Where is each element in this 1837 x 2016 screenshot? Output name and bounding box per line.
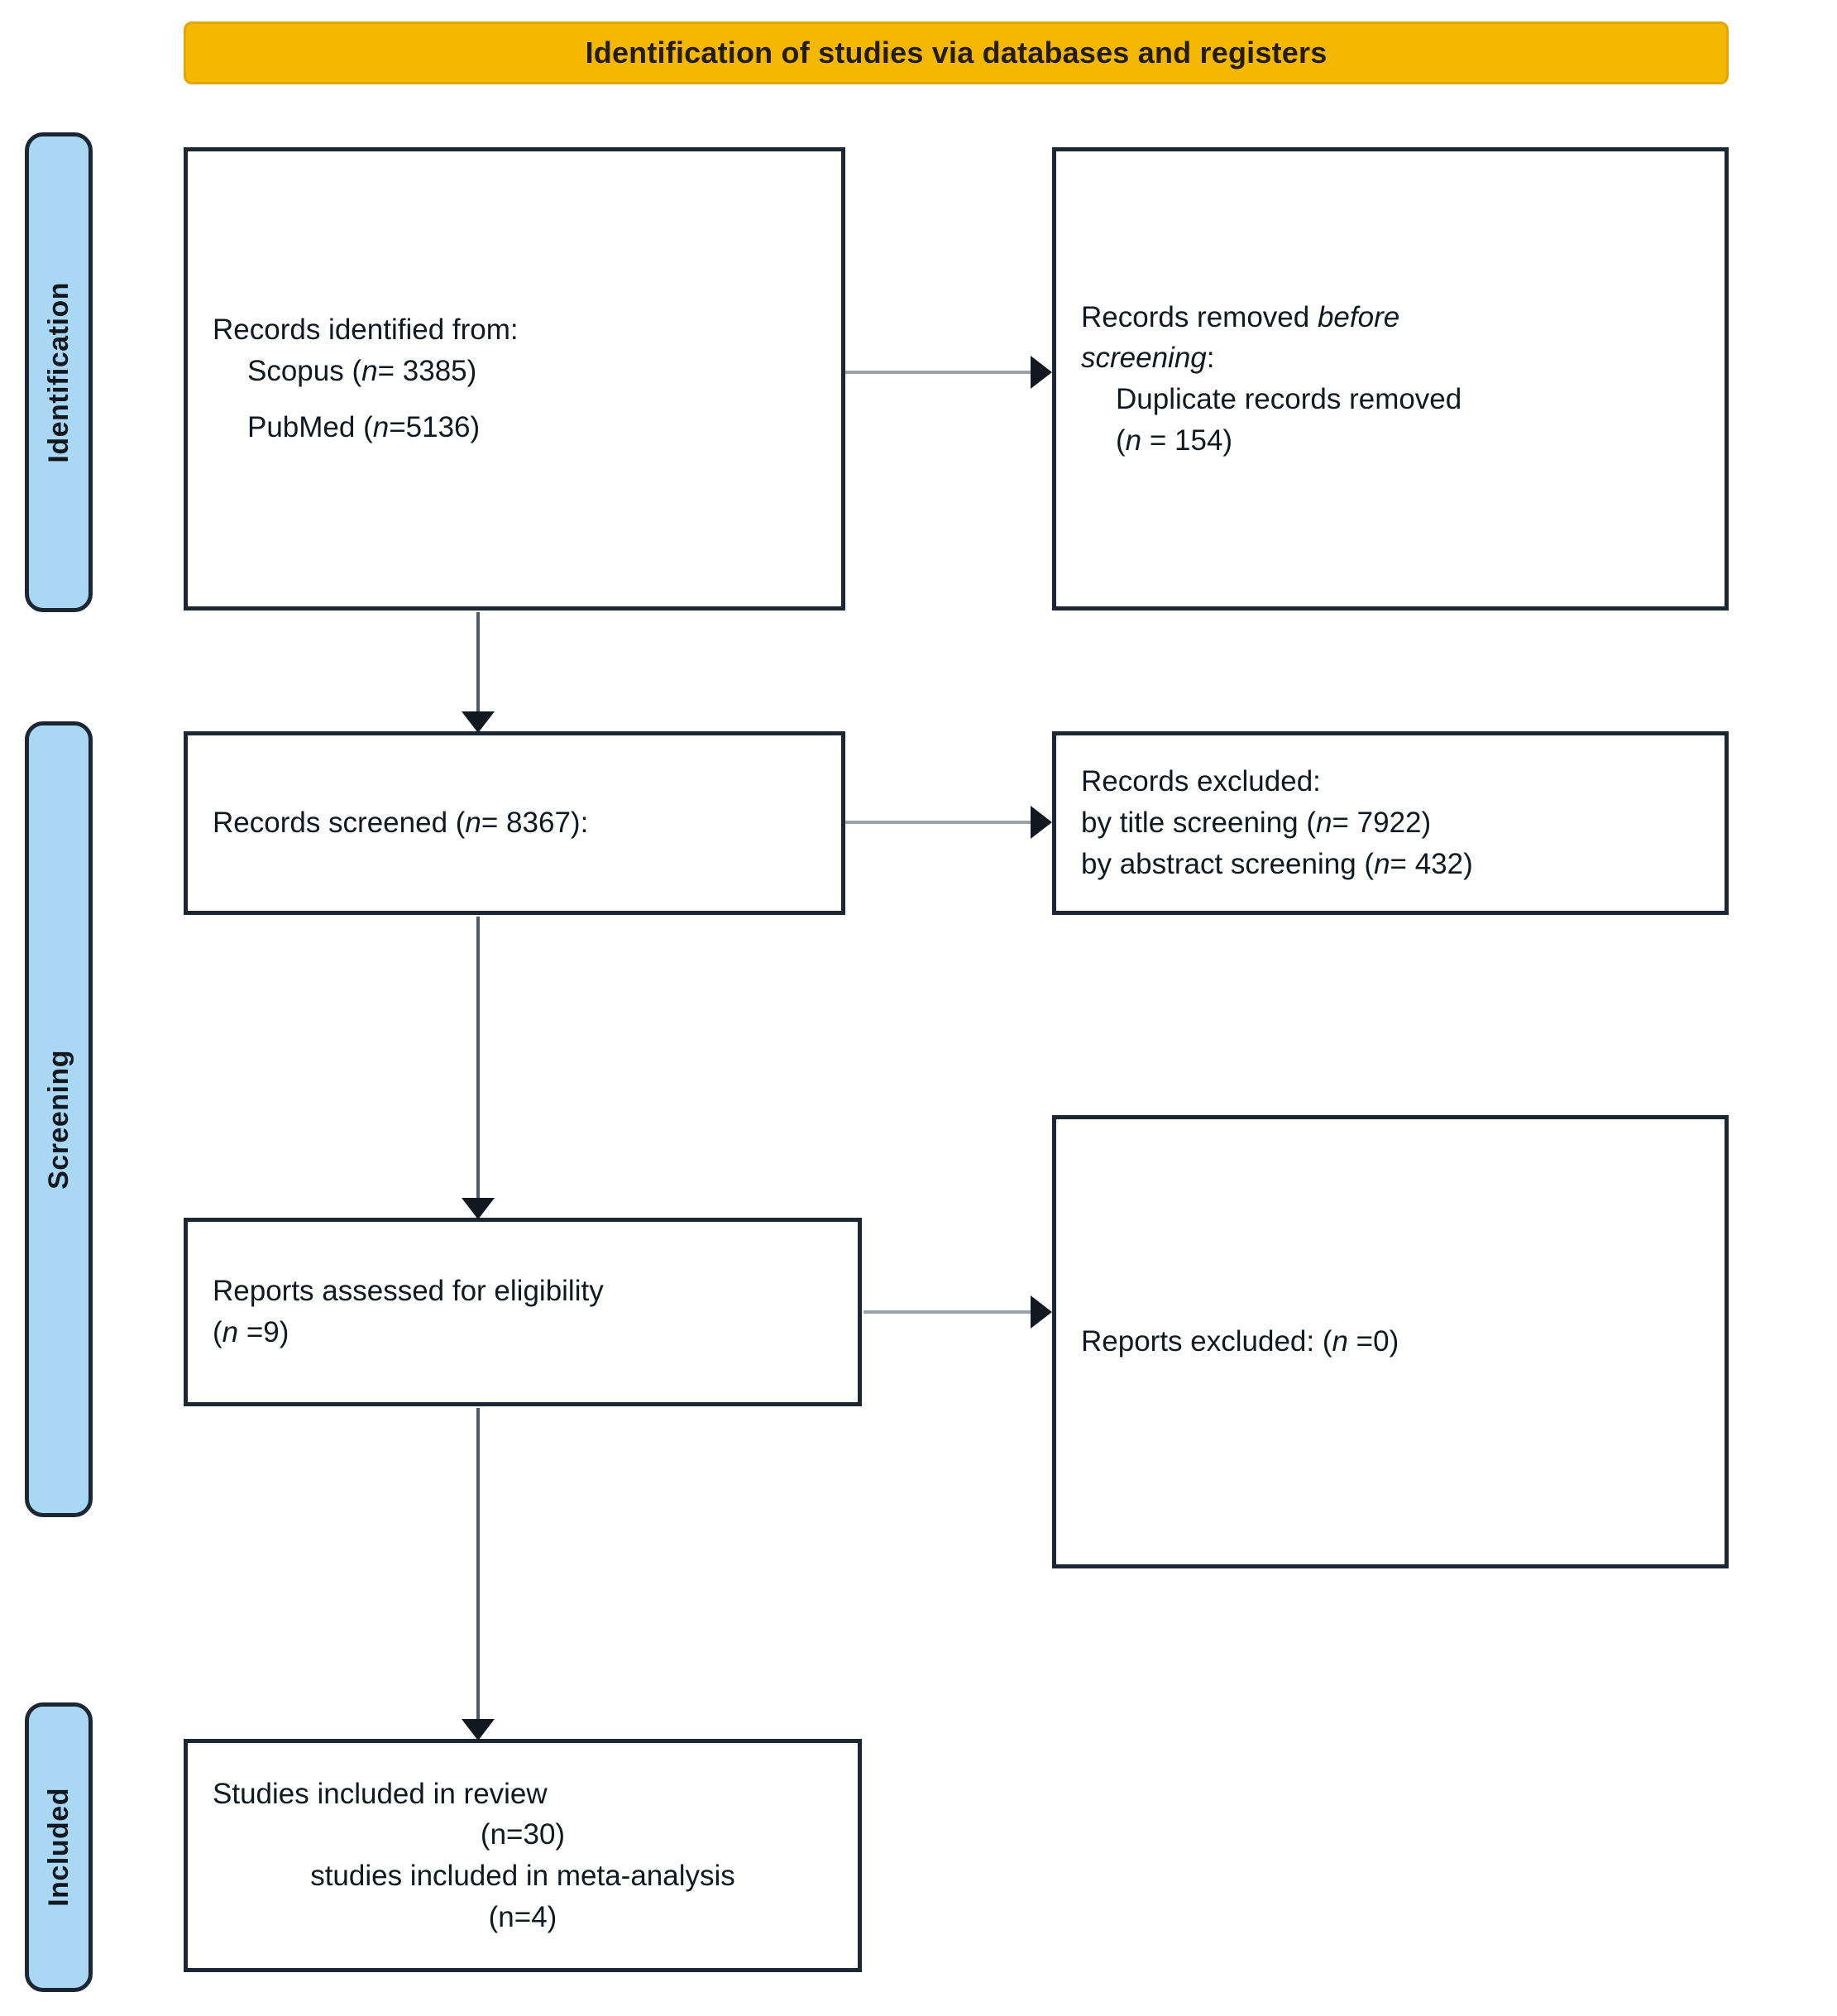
- pubmed-count: =5136): [389, 410, 481, 443]
- included-line-4: (n=4): [488, 1900, 557, 1933]
- abstract-screening-count: = 432): [1390, 847, 1473, 880]
- records-excluded-line-1: Records excluded:: [1081, 765, 1321, 798]
- records-excluded-line-2: by title screening (n= 7922): [1081, 802, 1700, 844]
- records-identified-line-1: Records identified from:: [213, 314, 519, 347]
- duplicate-n-symbol: n: [1125, 424, 1142, 457]
- records-removed-before-emph: before: [1317, 300, 1400, 333]
- included-line-1: Studies included in review: [213, 1777, 548, 1810]
- stage-label-included-text: Included: [42, 1788, 74, 1907]
- stage-label-screening-text: Screening: [42, 1049, 74, 1190]
- scopus-n-symbol: n: [361, 355, 378, 388]
- records-removed-line-3: Duplicate records removed: [1116, 383, 1462, 415]
- eligibility-paren-open: (: [213, 1316, 222, 1348]
- connector-eligibility-to-reports-excluded: [863, 1295, 1054, 1329]
- abstract-screening-n-symbol: n: [1374, 847, 1390, 880]
- title-screening-label: by title screening (: [1081, 807, 1317, 840]
- records-screened-n-symbol: n: [465, 807, 481, 840]
- records-screened-count: = 8367):: [481, 807, 589, 840]
- connector-identified-to-removed: [845, 356, 1052, 389]
- records-excluded-line-3: by abstract screening (n= 432): [1081, 844, 1700, 885]
- box-reports-excluded: Reports excluded: (n =0): [1052, 1115, 1729, 1568]
- records-removed-label: Records removed: [1081, 300, 1318, 333]
- connector-shaft: [863, 1310, 1032, 1314]
- eligibility-line-2: (n =9): [213, 1312, 833, 1353]
- scopus-label: Scopus (: [247, 355, 362, 388]
- title-screening-count: = 7922): [1332, 807, 1432, 840]
- stage-label-identification: Identification: [25, 132, 93, 612]
- scopus-count: = 3385): [377, 355, 477, 388]
- duplicate-count: = 154): [1141, 424, 1233, 457]
- pubmed-label: PubMed (: [247, 410, 373, 443]
- box-records-excluded: Records excluded: by title screening (n=…: [1052, 731, 1729, 915]
- arrowhead-right-icon: [1031, 806, 1052, 839]
- records-screened-label: Records screened (: [213, 807, 466, 840]
- abstract-screening-label: by abstract screening (: [1081, 847, 1375, 880]
- box-reports-assessed-eligibility: Reports assessed for eligibility (n =9): [184, 1218, 862, 1406]
- records-identified-line-2: Scopus (n= 3385): [213, 351, 816, 392]
- box-records-identified: Records identified from: Scopus (n= 3385…: [184, 147, 845, 611]
- eligibility-n-symbol: n: [222, 1316, 239, 1348]
- connector-identified-to-screened: [462, 612, 495, 733]
- box-records-removed: Records removed before screening: Duplic…: [1052, 147, 1729, 611]
- box-studies-included: Studies included in review (n=30) studie…: [184, 1739, 862, 1972]
- arrowhead-right-icon: [1031, 356, 1052, 389]
- eligibility-line-1: Reports assessed for eligibility: [213, 1275, 604, 1308]
- connector-eligibility-to-included: [462, 1408, 495, 1741]
- duplicate-paren-open: (: [1116, 424, 1126, 457]
- records-removed-screening-emph: screening: [1081, 342, 1207, 375]
- connector-shaft: [476, 612, 480, 715]
- arrowhead-down-icon: [462, 1719, 495, 1741]
- reports-excluded-label: Reports excluded: (: [1081, 1325, 1332, 1358]
- stage-label-screening: Screening: [25, 721, 93, 1517]
- box-records-screened: Records screened (n= 8367):: [184, 731, 845, 915]
- arrowhead-down-icon: [462, 711, 495, 733]
- connector-screened-to-eligibility: [462, 917, 495, 1219]
- reports-excluded-n-symbol: n: [1332, 1325, 1348, 1358]
- records-removed-line-1: Records removed before: [1081, 297, 1700, 338]
- included-line-2: (n=30): [480, 1818, 566, 1851]
- connector-shaft: [845, 371, 1032, 374]
- arrowhead-down-icon: [462, 1198, 495, 1219]
- stage-label-included: Included: [25, 1702, 93, 1992]
- connector-screened-to-excluded: [845, 806, 1052, 839]
- included-line-3: studies included in meta-analysis: [310, 1860, 735, 1892]
- connector-shaft: [476, 1408, 480, 1722]
- stage-label-identification-text: Identification: [42, 281, 74, 463]
- reports-excluded-line-1: Reports excluded: (n =0): [1081, 1321, 1700, 1362]
- arrowhead-right-icon: [1031, 1295, 1052, 1329]
- pubmed-n-symbol: n: [372, 410, 390, 443]
- diagram-title: Identification of studies via databases …: [585, 36, 1328, 69]
- records-screened-line-1: Records screened (n= 8367):: [213, 802, 816, 844]
- eligibility-count: =9): [238, 1316, 289, 1348]
- records-removed-line-4: (n = 154): [1081, 420, 1700, 462]
- connector-shaft: [845, 821, 1032, 824]
- connector-shaft: [476, 917, 480, 1201]
- records-removed-line-2: screening:: [1081, 338, 1700, 379]
- title-screening-n-symbol: n: [1316, 807, 1332, 840]
- records-removed-colon: :: [1206, 342, 1215, 375]
- records-identified-line-3: PubMed (n=5136): [213, 407, 816, 448]
- diagram-header-banner: Identification of studies via databases …: [184, 22, 1729, 84]
- reports-excluded-count: =0): [1347, 1325, 1399, 1358]
